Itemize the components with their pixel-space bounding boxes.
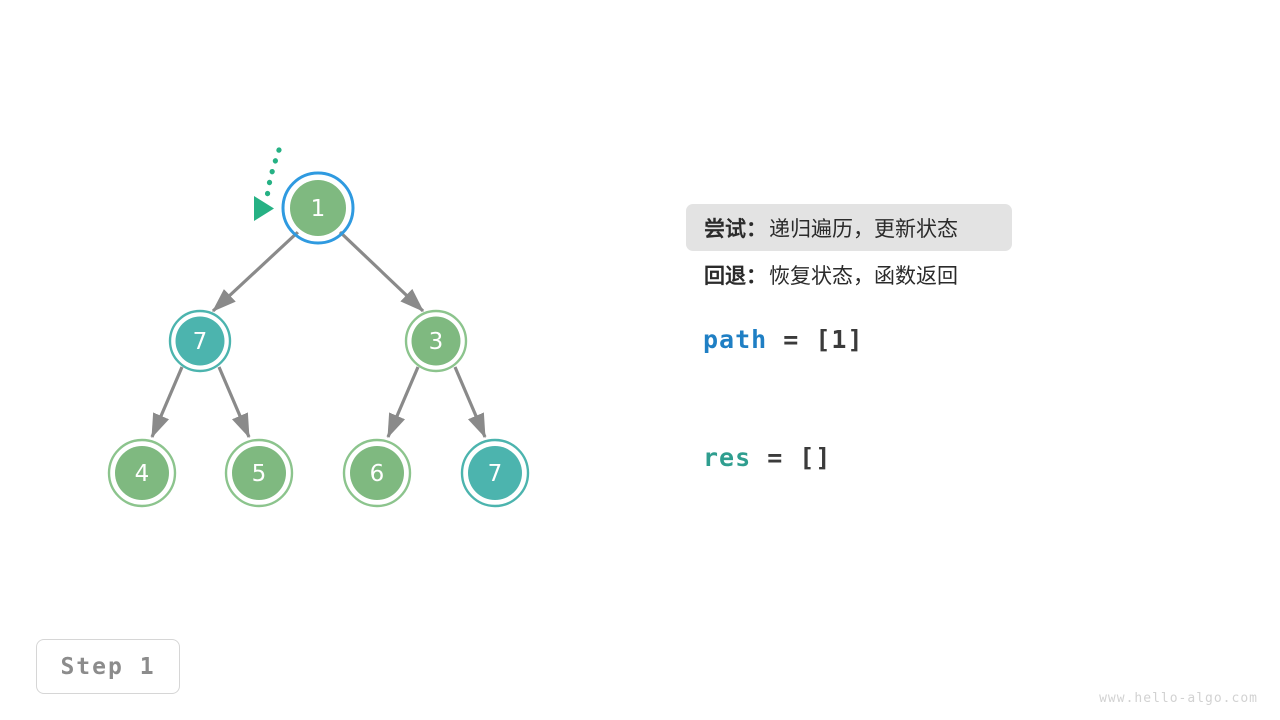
- tree-nodes: 1 7 3 4: [107, 171, 530, 508]
- edge-3-to-7r: [453, 366, 487, 439]
- code-line-res: res = []: [686, 437, 1246, 477]
- node-outer-ring: [460, 438, 530, 508]
- tree-node-3[interactable]: 3: [404, 309, 468, 373]
- node-outer-ring: [342, 438, 412, 508]
- code-line-path: path = [1]: [686, 319, 1246, 359]
- node-circle-fill: [350, 446, 404, 500]
- recursion-entry-pointer-icon: [254, 147, 282, 221]
- watermark-label: www.hello-algo.com: [1099, 691, 1258, 706]
- node-circle-fill: [115, 446, 169, 500]
- node-circle-fill: [175, 316, 225, 366]
- node-circle-fill: [290, 180, 346, 236]
- hint-try-key: 尝试：: [704, 216, 767, 241]
- node-highlight-ring-blue: [281, 171, 355, 245]
- tree-node-root[interactable]: 1: [281, 171, 355, 245]
- pointer-dotted-path: [264, 147, 282, 202]
- node-value-label: 7: [488, 461, 503, 487]
- variable-value-res: = []: [751, 442, 832, 472]
- node-value-label: 6: [370, 461, 385, 487]
- edge-root-to-7l: [211, 230, 300, 313]
- hint-try-value: 递归遍历，更新状态: [769, 216, 958, 241]
- node-value-label: 5: [252, 461, 267, 487]
- hint-row-try: 尝试： 递归遍历，更新状态: [686, 204, 1012, 251]
- state-panel: 尝试： 递归遍历，更新状态 回退： 恢复状态，函数返回 path = [1] r…: [686, 204, 1246, 477]
- variable-name-res: res: [703, 442, 752, 472]
- tree-node-7-right[interactable]: 7: [460, 438, 530, 508]
- tree-node-6[interactable]: 6: [342, 438, 412, 508]
- tree-node-5[interactable]: 5: [224, 438, 294, 508]
- edge-7l-to-4: [150, 366, 184, 439]
- node-outer-ring: [404, 309, 468, 373]
- node-circle-fill: [232, 446, 286, 500]
- node-outer-ring: [168, 309, 232, 373]
- node-value-label: 7: [193, 329, 208, 355]
- variable-name-path: path: [703, 324, 768, 354]
- hint-row-backtrack: 回退： 恢复状态，函数返回: [686, 251, 1012, 298]
- node-circle-fill: [468, 446, 522, 500]
- variable-value-path: = [1]: [767, 324, 864, 354]
- hint-backtrack-value: 恢复状态，函数返回: [769, 263, 958, 288]
- tree-edges: [150, 230, 487, 439]
- node-value-label: 3: [429, 329, 444, 355]
- edge-root-to-3: [338, 230, 425, 313]
- hint-backtrack-key: 回退：: [704, 263, 767, 288]
- node-value-label: 1: [311, 196, 326, 222]
- node-value-label: 4: [135, 461, 150, 487]
- node-circle-fill: [411, 316, 461, 366]
- tree-node-4[interactable]: 4: [107, 438, 177, 508]
- edge-7l-to-5: [217, 366, 251, 439]
- tree-node-7-left[interactable]: 7: [168, 309, 232, 373]
- node-outer-ring: [224, 438, 294, 508]
- step-badge: Step 1: [36, 639, 180, 694]
- node-outer-ring: [107, 438, 177, 508]
- edge-3-to-6: [386, 366, 420, 439]
- binary-tree-graphic: 1 7 3 4: [107, 147, 530, 508]
- pointer-arrowhead-icon: [254, 196, 274, 221]
